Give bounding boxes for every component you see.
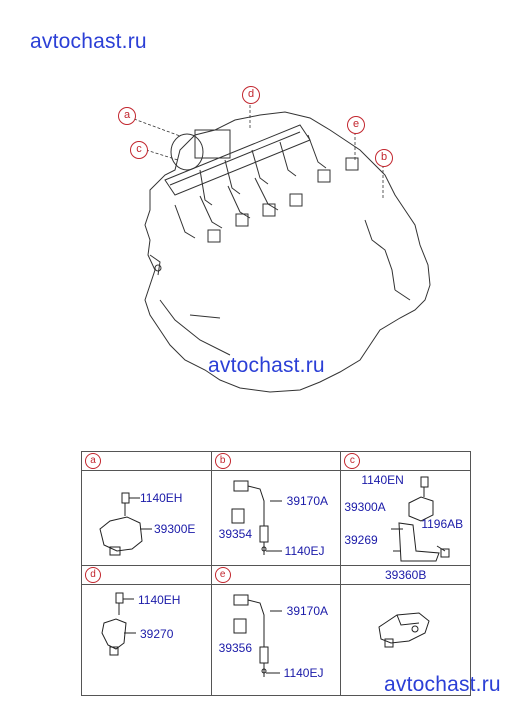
header-c: c <box>340 451 471 471</box>
watermark-top: avtochast.ru <box>30 30 147 53</box>
part-1140EN: 1140EN <box>361 473 404 487</box>
parts-table: a b c 1140EH 39300E <box>81 451 471 696</box>
callout-b: b <box>375 149 393 167</box>
map-sensor-a-drawing <box>99 492 152 556</box>
engine-illustration <box>133 100 431 393</box>
map-sensor-c-drawing <box>391 476 450 562</box>
header-e: e <box>210 565 342 585</box>
part-39354: 39354 <box>218 527 253 541</box>
header-a: a <box>81 451 212 471</box>
header-letter-b: b <box>214 453 231 469</box>
cell-e: 39170A 39356 1140EJ <box>210 584 342 696</box>
part-1196AB: 1196AB <box>421 517 464 531</box>
engine-block-outline <box>144 111 431 393</box>
watermark-middle: avtochast.ru <box>208 354 325 377</box>
part-39300E: 39300E <box>154 522 196 536</box>
header-letter-c: c <box>344 453 361 469</box>
part-1140EJ-b: 1140EJ <box>284 544 325 558</box>
cell-a: 1140EH 39300E <box>81 470 212 566</box>
part-39300A: 39300A <box>344 500 386 514</box>
cell-b: 39170A 39354 1140EJ <box>210 470 342 566</box>
header-letter-e: e <box>214 567 231 583</box>
intake-runners-top <box>199 134 327 206</box>
part-39269: 39269 <box>344 533 378 547</box>
part-39356: 39356 <box>218 641 253 655</box>
crank-sensor-b-drawing <box>231 480 282 555</box>
part-1140EH-d: 1140EH <box>138 593 181 607</box>
header-letter-a: a <box>85 453 101 469</box>
callout-a: a <box>118 107 136 125</box>
part-39170A-b: 39170A <box>286 494 329 508</box>
part-39360B: 39360B <box>384 568 427 582</box>
header-39360B: 39360B <box>340 565 471 585</box>
cell-39360B <box>340 584 471 696</box>
sensor-d-drawing <box>101 592 136 656</box>
header-b: b <box>210 451 342 471</box>
part-39170A-e: 39170A <box>286 604 329 618</box>
sensor-39360B-drawing <box>378 612 430 648</box>
part-39270: 39270 <box>140 627 174 641</box>
header-d: d <box>81 565 212 585</box>
cam-sensor-e-drawing <box>233 594 282 677</box>
callout-d: d <box>242 86 260 104</box>
callout-e: e <box>347 116 365 134</box>
part-1140EH-a: 1140EH <box>140 491 183 505</box>
cell-d: 1140EH 39270 <box>81 584 212 696</box>
callout-c: c <box>130 141 148 159</box>
throttle-body <box>170 133 204 171</box>
cell-c: 1140EN 39300A 1196AB 39269 <box>340 470 471 566</box>
injector-caps <box>207 157 359 243</box>
header-letter-d: d <box>85 567 101 583</box>
intake-manifold <box>164 124 311 196</box>
part-1140EJ-e: 1140EJ <box>283 666 324 680</box>
